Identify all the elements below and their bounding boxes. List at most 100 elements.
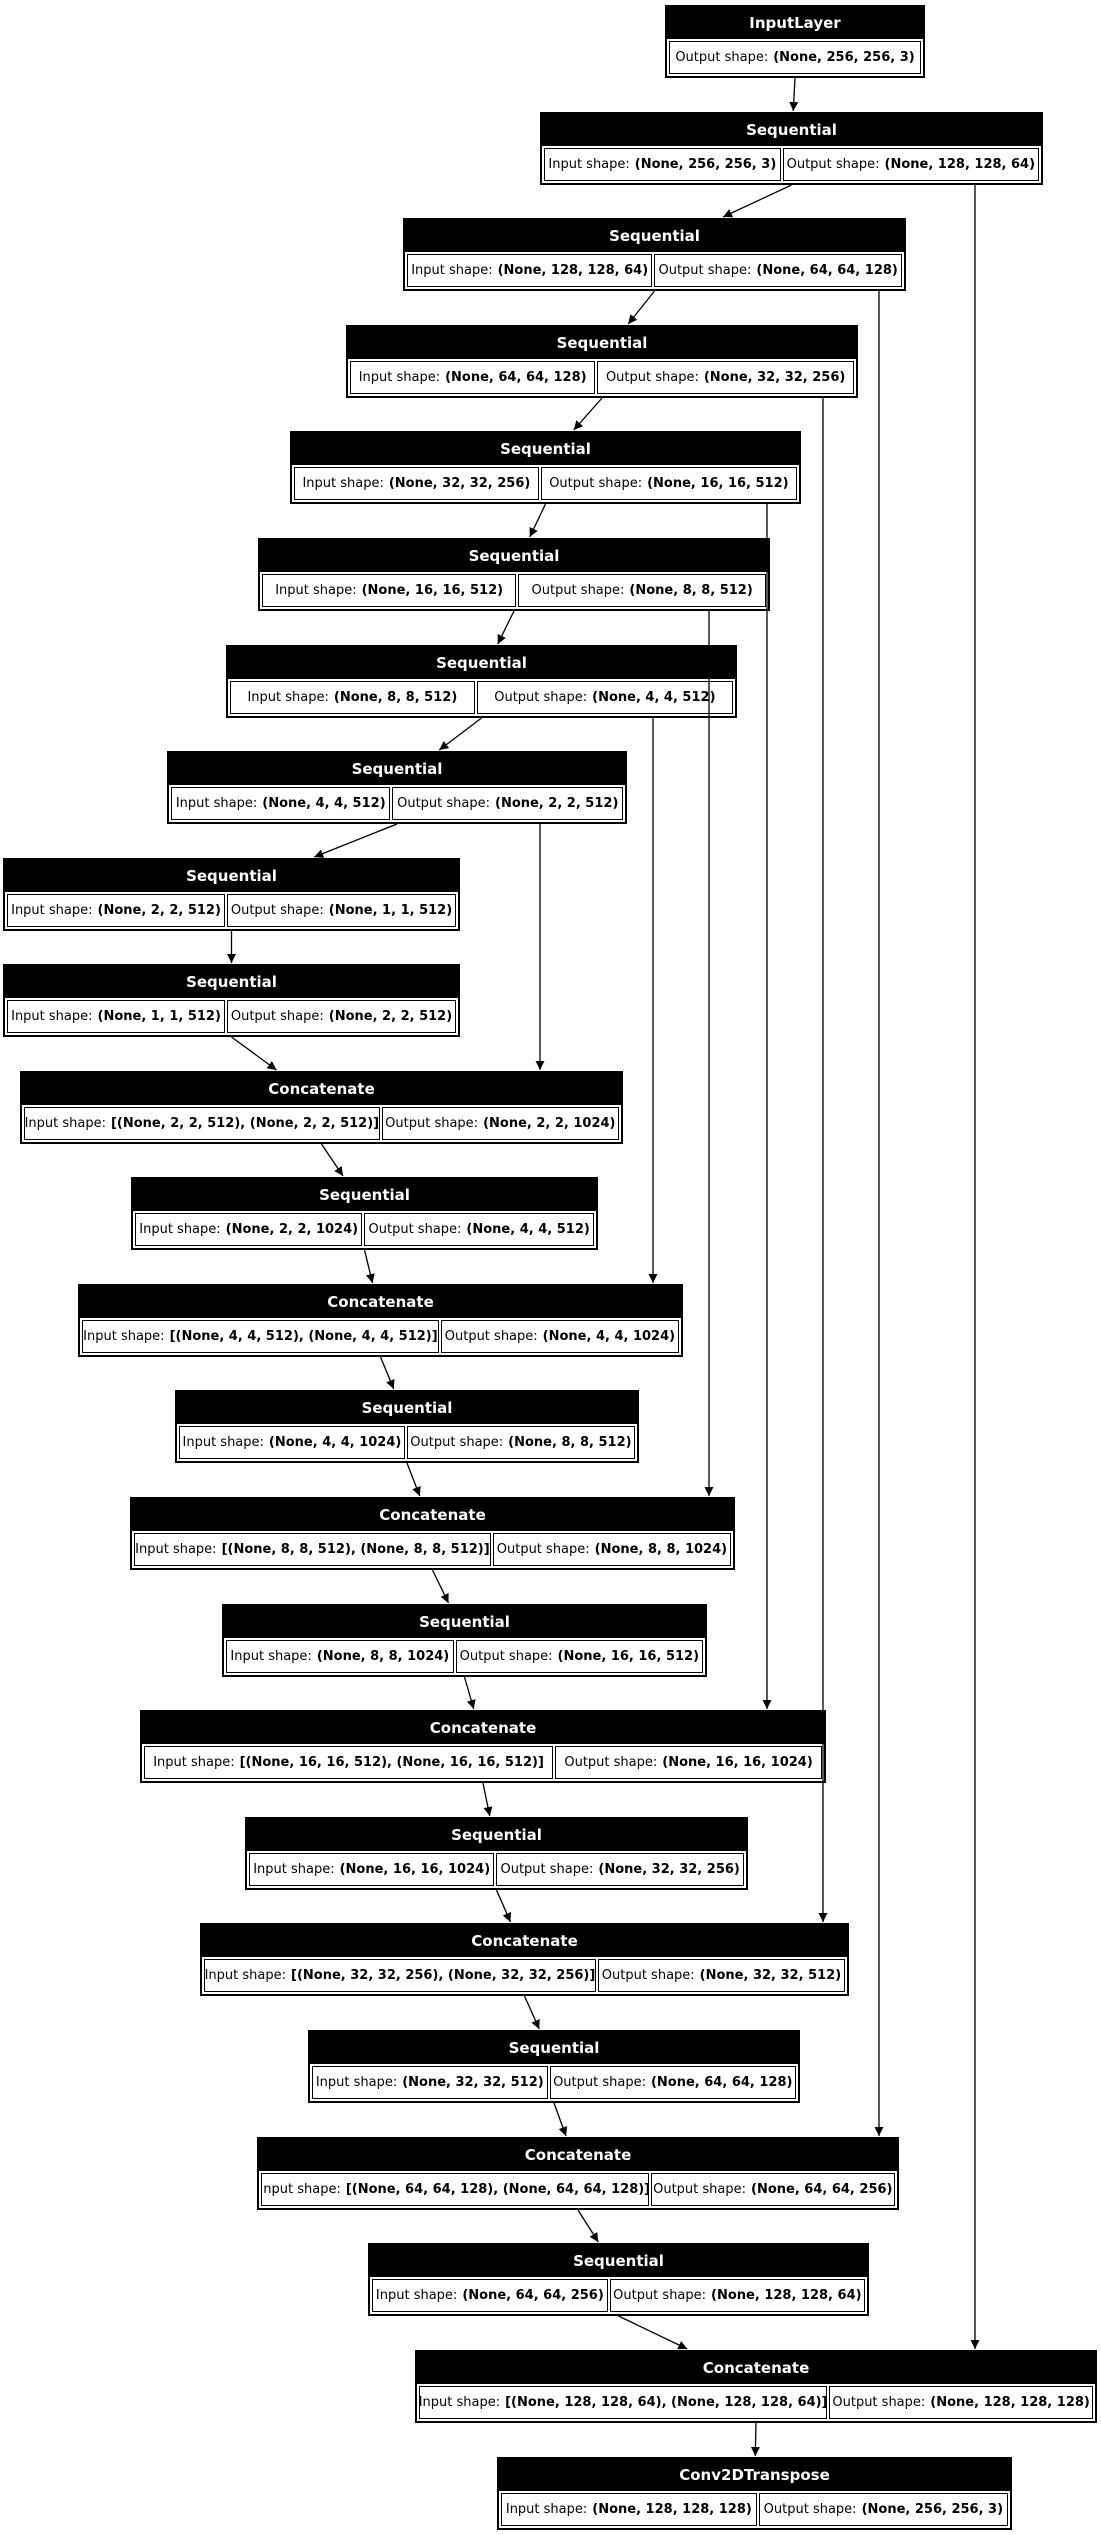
- layer-shapes-row: Input shape: (None, 32, 32, 256) Output sh…: [292, 465, 799, 502]
- output-shape-cell: Output shape:(None, 4, 4, 1024): [440, 1320, 679, 1353]
- edge-arrow: [463, 1676, 476, 1710]
- output-shape-value: (None, 32, 32, 256): [598, 1862, 740, 1877]
- output-shape-value: (None, 1, 1, 512): [328, 903, 453, 918]
- input-shape-value: [(None, 32, 32, 256), (None, 32, 32, 256…: [291, 1968, 596, 1983]
- layer-shapes-row: Input shape: [(None, 32, 32, 256), (None,…: [202, 1957, 847, 1994]
- edge-arrow: [523, 1995, 540, 2030]
- input-shape-value: (None, 64, 64, 128): [445, 370, 587, 385]
- layer-type-label: Sequential: [370, 2245, 867, 2277]
- input-shape-label: Input shape:: [548, 157, 630, 172]
- input-shape-value: [(None, 2, 2, 512), (None, 2, 2, 512)]: [110, 1116, 380, 1131]
- output-shape-cell: Output shape:(None, 64, 64, 128): [654, 254, 902, 287]
- input-shape-label: Input shape:: [275, 583, 357, 598]
- input-shape-label: Input shape:: [204, 1968, 286, 1983]
- layer-type-label: Sequential: [224, 1606, 705, 1638]
- input-shape-cell: Input shape:(None, 64, 64, 256): [372, 2279, 608, 2312]
- input-shape-label: Input shape:: [139, 1222, 221, 1237]
- layer-shapes-row: Input shape:[(None, 4, 4, 512), (None, 4…: [80, 1318, 681, 1355]
- input-shape-value: (None, 64, 64, 256): [462, 2288, 604, 2303]
- output-shape-cell: Output shape:(None, 32, 32, 256): [496, 1853, 744, 1886]
- edge-arrow: [431, 1569, 450, 1604]
- output-shape-cell: Output shape: (None, 256, 256, 3): [669, 41, 921, 74]
- layer-type-label: Sequential: [5, 860, 458, 892]
- edge-arrow: [438, 717, 482, 751]
- output-shape-cell: Output shape:(None, 64, 64, 256): [650, 2173, 895, 2206]
- output-shape-value: (None, 128, 128, 128): [930, 2395, 1090, 2410]
- output-shape-label: Output shape:: [459, 1649, 553, 1664]
- layer-shapes-row: Input shape:(None, 64, 64, 256)Output sh…: [370, 2277, 867, 2314]
- input-shape-label: Input shape:: [182, 1435, 264, 1450]
- input-shape-value: (None, 32, 32, 256): [388, 476, 531, 491]
- input-shape-cell: Input shape:(None, 4, 4, 1024): [179, 1426, 405, 1459]
- layer-type-label: Sequential: [542, 114, 1041, 146]
- layer-type-label: Concatenate: [22, 1073, 621, 1105]
- output-shape-label: Output shape:: [601, 1968, 695, 1983]
- layer-type-label: Concatenate: [417, 2352, 1095, 2384]
- output-shape-value: (None, 4, 4, 512): [466, 1222, 590, 1237]
- input-shape-label: Input shape:: [135, 1542, 217, 1557]
- output-shape-label: Output shape:: [494, 690, 588, 705]
- output-shape-cell: Output shape:(None, 128, 128, 64): [609, 2279, 865, 2312]
- layer-type-label: Sequential: [260, 540, 768, 572]
- output-shape-label: Output shape:: [397, 796, 490, 811]
- layer-type-label: Sequential: [133, 1179, 596, 1211]
- layer-type-label: InputLayer: [667, 7, 923, 39]
- output-shape-value: (None, 32, 32, 512): [699, 1968, 842, 1983]
- input-shape-value: [(None, 64, 64, 128), (None, 64, 64, 128…: [345, 2182, 649, 2197]
- output-shape-label: Output shape:: [786, 157, 880, 172]
- output-shape-label: Output shape:: [496, 1542, 590, 1557]
- output-shape-value: (None, 128, 128, 64): [711, 2288, 862, 2303]
- input-shape-label: Input shape:: [24, 1116, 106, 1131]
- input-shape-value: [(None, 4, 4, 512), (None, 4, 4, 512)]: [169, 1329, 438, 1344]
- edge-arrow: [789, 77, 799, 112]
- edge-arrow: [750, 2422, 760, 2457]
- input-shape-label: Input shape:: [153, 1755, 235, 1770]
- input-shape-label: Input shape:: [247, 690, 329, 705]
- output-shape-value: (None, 4, 4, 512): [592, 690, 716, 705]
- edge-arrow: [363, 1249, 375, 1284]
- input-shape-cell: Input shape:(None, 64, 64, 128): [350, 361, 596, 394]
- input-shape-value: (None, 16, 16, 1024): [339, 1862, 491, 1877]
- output-shape-value: (None, 64, 64, 256): [751, 2182, 893, 2197]
- input-shape-cell: Input shape:[(None, 16, 16, 512), (None,…: [144, 1746, 554, 1779]
- edge-arrow: [320, 1143, 344, 1177]
- input-shape-cell: Input shape: [(None, 2, 2, 512), (None, 2…: [24, 1107, 380, 1140]
- output-shape-label: Output shape:: [549, 476, 643, 491]
- layer-shapes-row: Output shape: (None, 256, 256, 3): [667, 39, 923, 76]
- output-shape-label: Output shape:: [675, 50, 769, 65]
- output-shape-cell: Output shape:(None, 4, 4, 512): [364, 1213, 594, 1246]
- edge-arrow: [482, 1782, 493, 1817]
- output-shape-cell: Output shape: (None, 8, 8, 1024): [492, 1533, 731, 1566]
- input-shape-cell: Input shape: (None, 32, 32, 256): [294, 467, 539, 500]
- layer-shapes-row: Input shape:(None, 8, 8, 512)Output shap…: [228, 679, 735, 716]
- layer-type-label: Concatenate: [132, 1499, 733, 1531]
- layer-shapes-row: Input shape:[(None, 64, 64, 128), (None,…: [259, 2171, 897, 2208]
- output-shape-cell: Output shape:(None, 16, 16, 1024): [555, 1746, 822, 1779]
- input-shape-value: (None, 32, 32, 512): [402, 2075, 544, 2090]
- layer-shapes-row: Input shape:(None, 32, 32, 512)Output sh…: [310, 2064, 798, 2101]
- layer-type-label: Conv2DTranspose: [499, 2459, 1010, 2491]
- input-shape-value: (None, 256, 256, 3): [634, 157, 777, 172]
- layer-type-label: Sequential: [310, 2032, 798, 2064]
- input-shape-label: Input shape:: [302, 476, 384, 491]
- output-shape-value: (None, 256, 256, 3): [773, 50, 915, 65]
- layer-type-label: Concatenate: [80, 1286, 681, 1318]
- layer-type-label: Sequential: [228, 647, 735, 679]
- layer-type-label: Sequential: [177, 1392, 637, 1424]
- layer-type-label: Sequential: [169, 753, 625, 785]
- output-shape-label: Output shape:: [531, 583, 625, 598]
- output-shape-cell: Output shape:(None, 8, 8, 512): [518, 574, 766, 607]
- input-shape-cell: Input shape:[(None, 128, 128, 64), (None…: [419, 2386, 828, 2419]
- layer-shapes-row: Input shape:(None, 128, 128, 128)Output …: [499, 2491, 1010, 2528]
- output-shape-value: (None, 8, 8, 1024): [594, 1542, 728, 1557]
- edge-arrow: [722, 184, 792, 218]
- layer-shapes-row: Input shape:(None, 16, 16, 512)Output sh…: [260, 572, 768, 609]
- layer-shapes-row: Input shape:[(None, 128, 128, 64), (None…: [417, 2384, 1095, 2421]
